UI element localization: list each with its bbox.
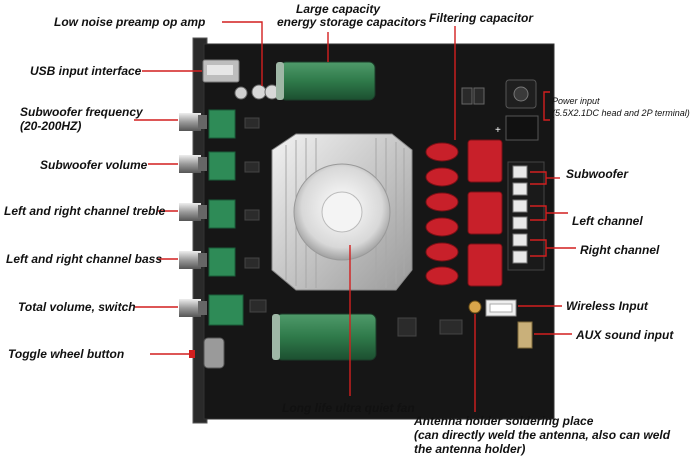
label-capacitors-line1: Large capacity bbox=[296, 2, 381, 16]
svg-text:+: + bbox=[495, 125, 501, 136]
label-right-channel: Right channel bbox=[580, 243, 660, 257]
label-filtering: Filtering capacitor bbox=[429, 11, 534, 25]
label-left-channel: Left channel bbox=[572, 214, 643, 228]
potentiometer-blocks bbox=[208, 109, 244, 326]
label-sub-freq-line1: Subwoofer frequency bbox=[20, 105, 143, 119]
label-total-volume: Total volume, switch bbox=[18, 300, 136, 314]
knob-total-volume-icon[interactable] bbox=[179, 299, 207, 317]
label-power-line1: Power input bbox=[552, 96, 600, 106]
usb-port-icon bbox=[202, 59, 240, 83]
label-aux: AUX sound input bbox=[576, 328, 674, 342]
label-antenna-line2: (can directly weld the antenna, also can… bbox=[414, 428, 671, 442]
storage-capacitor-top-icon bbox=[276, 61, 376, 101]
inductor-array-icon bbox=[423, 138, 505, 288]
label-preamp: Low noise preamp op amp bbox=[54, 15, 206, 29]
label-antenna-line3: the antenna holder) bbox=[414, 442, 526, 456]
toggle-wheel-icon[interactable] bbox=[189, 337, 225, 369]
label-sub-volume: Subwoofer volume bbox=[40, 158, 148, 172]
preamp-capacitors-icon bbox=[234, 84, 280, 100]
speaker-terminal-icon[interactable] bbox=[507, 161, 545, 271]
antenna-pad-icon bbox=[468, 300, 482, 314]
knob-subwoofer-volume-icon[interactable] bbox=[179, 155, 207, 173]
storage-capacitor-bottom-icon bbox=[272, 313, 377, 361]
heatsink-fan-icon bbox=[271, 133, 413, 291]
label-toggle: Toggle wheel button bbox=[8, 347, 125, 361]
label-wireless: Wireless Input bbox=[566, 299, 648, 313]
knob-treble-icon[interactable] bbox=[179, 203, 207, 221]
label-fan: Long life ultra quiet fan bbox=[282, 401, 415, 415]
label-antenna-line1: Antenna holder soldering place bbox=[414, 414, 594, 428]
wireless-module-icon bbox=[485, 299, 517, 317]
dc-jack-icon[interactable] bbox=[505, 79, 537, 109]
power-terminal-icon[interactable] bbox=[505, 115, 539, 141]
label-capacitors-line2: energy storage capacitors bbox=[277, 15, 427, 29]
label-treble: Left and right channel treble bbox=[4, 204, 166, 218]
label-bass: Left and right channel bass bbox=[6, 252, 163, 266]
aux-jack-icon[interactable] bbox=[517, 321, 533, 349]
label-sub-freq-line2: (20-200HZ) bbox=[20, 119, 82, 133]
label-usb: USB input interface bbox=[30, 64, 142, 78]
label-power-line2: (5.5X2.1DC head and 2P terminal) bbox=[552, 108, 690, 118]
knob-bass-icon[interactable] bbox=[179, 251, 207, 269]
pointer-lines bbox=[134, 21, 576, 412]
label-subwoofer: Subwoofer bbox=[566, 167, 628, 181]
knob-subwoofer-frequency-icon[interactable] bbox=[179, 113, 207, 131]
